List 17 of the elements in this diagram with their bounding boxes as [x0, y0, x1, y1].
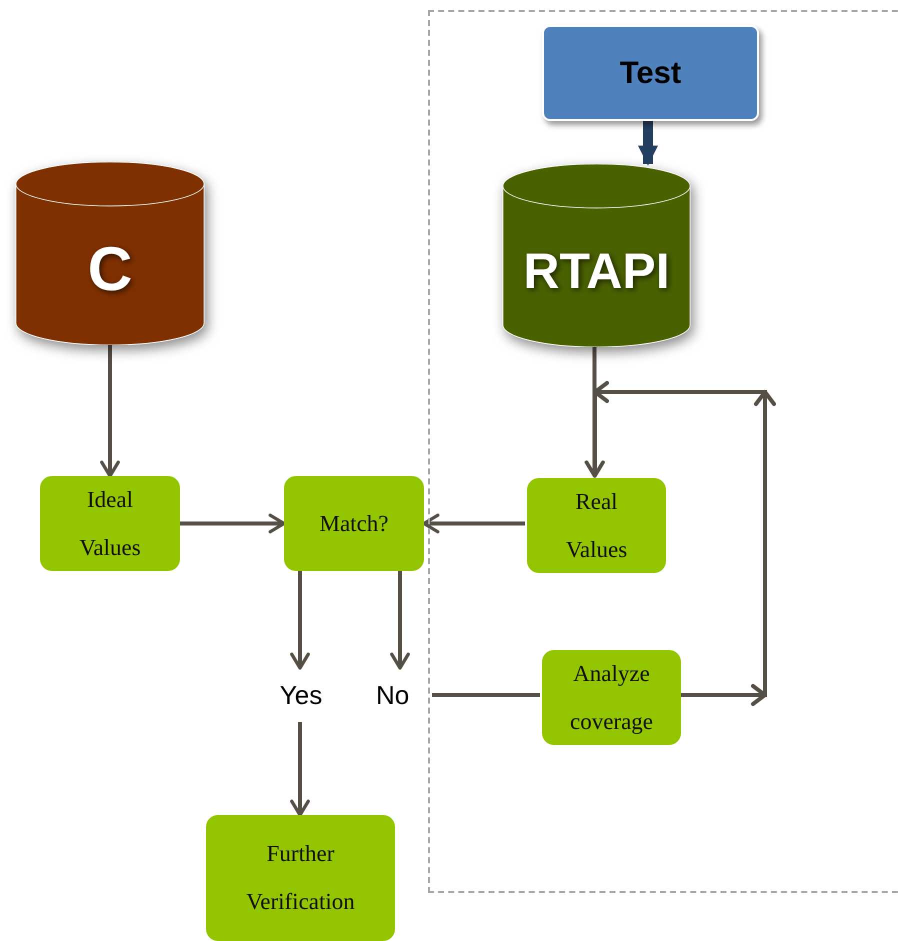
box-label: Ideal Values	[78, 486, 142, 562]
branch-label: Yes	[280, 678, 322, 712]
process-box	[542, 25, 759, 121]
process-box	[527, 478, 666, 573]
cylinder-label: C	[88, 234, 132, 306]
process-box	[284, 476, 424, 571]
process-box	[40, 476, 180, 571]
box-label: Match?	[320, 510, 388, 538]
box-label: Further Verification	[245, 840, 356, 916]
process-box	[542, 650, 681, 745]
box-label: Test	[620, 54, 682, 92]
process-box	[206, 815, 395, 941]
cylinder-label: RTAPI	[523, 242, 670, 301]
box-label: Analyze coverage	[569, 660, 654, 736]
dashed-boundary	[428, 10, 898, 893]
branch-label: No	[376, 678, 410, 712]
box-label: Real Values	[564, 488, 628, 564]
